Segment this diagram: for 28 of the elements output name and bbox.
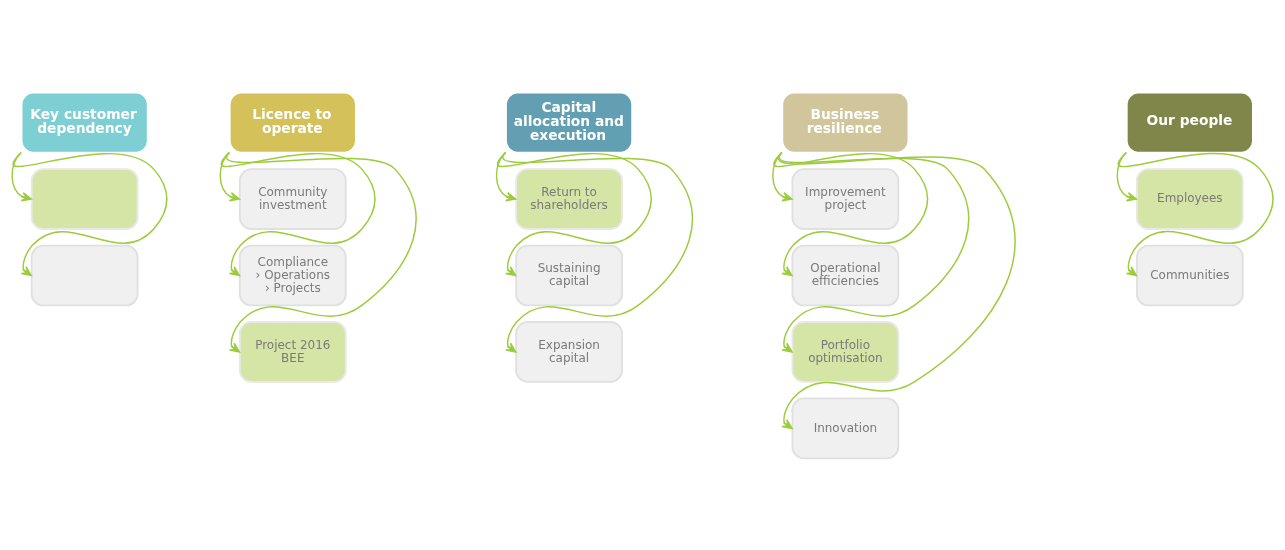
node-box: Capital allocation and execution — [505, 91, 634, 153]
node-box: Improvement project — [791, 167, 900, 230]
node-box: Our people — [1125, 91, 1254, 153]
arrow — [225, 151, 417, 353]
arrow — [1118, 151, 1274, 276]
node-box: Key customer dependency — [20, 91, 149, 153]
node-box: Communities — [1135, 244, 1244, 306]
arrow — [773, 151, 929, 276]
node-box: Compliance › Operations › Projects — [238, 244, 347, 306]
arrow — [497, 151, 653, 276]
arrow — [221, 151, 376, 276]
node-box: Innovation — [791, 397, 900, 459]
node-box: Portfolio optimisation — [791, 320, 900, 383]
arrow — [777, 151, 1016, 429]
arrow — [12, 151, 168, 276]
node-box — [30, 167, 139, 230]
node-box: Business resilience — [781, 91, 910, 153]
node-box: Expansion capital — [515, 320, 623, 383]
node-box: Project 2016 BEE — [238, 320, 347, 383]
node-box: Community investment — [238, 167, 347, 230]
node-box: Employees — [1135, 167, 1244, 230]
arrow — [1116, 151, 1138, 201]
node-box: Licence to operate — [228, 91, 357, 153]
arrow — [502, 151, 694, 353]
node-box: Operational efficiencies — [791, 244, 900, 306]
node-box: Sustaining capital — [515, 244, 623, 306]
node-box — [30, 244, 139, 306]
node-box: Return to shareholders — [515, 167, 623, 230]
